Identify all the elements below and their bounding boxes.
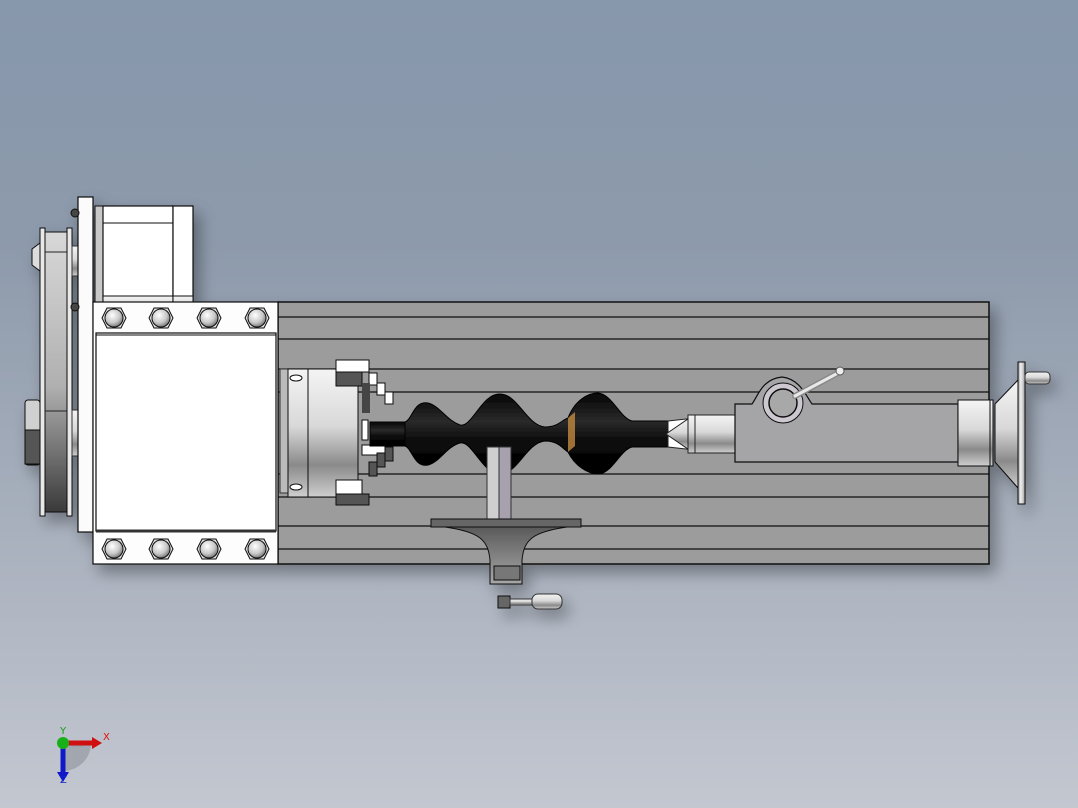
z-axis-label: Z (60, 775, 67, 786)
tailstock[interactable] (665, 366, 994, 467)
bolt-icon (101, 307, 127, 329)
drive-pulley[interactable] (24, 227, 79, 517)
three-jaw-chuck[interactable] (279, 359, 394, 506)
view-orientation-triad[interactable]: X Y Z (48, 726, 118, 788)
x-axis-label: X (103, 732, 110, 743)
stepper-motor[interactable] (94, 205, 194, 319)
tool-rest[interactable] (430, 446, 582, 610)
triad-axes-icon (57, 737, 102, 782)
tailstock-handwheel[interactable] (994, 361, 1051, 505)
headstock-housing[interactable] (92, 301, 279, 565)
motor-mount-plate[interactable] (70, 196, 94, 533)
y-axis-label: Y (60, 726, 67, 737)
headstock-bolts (101, 307, 270, 560)
